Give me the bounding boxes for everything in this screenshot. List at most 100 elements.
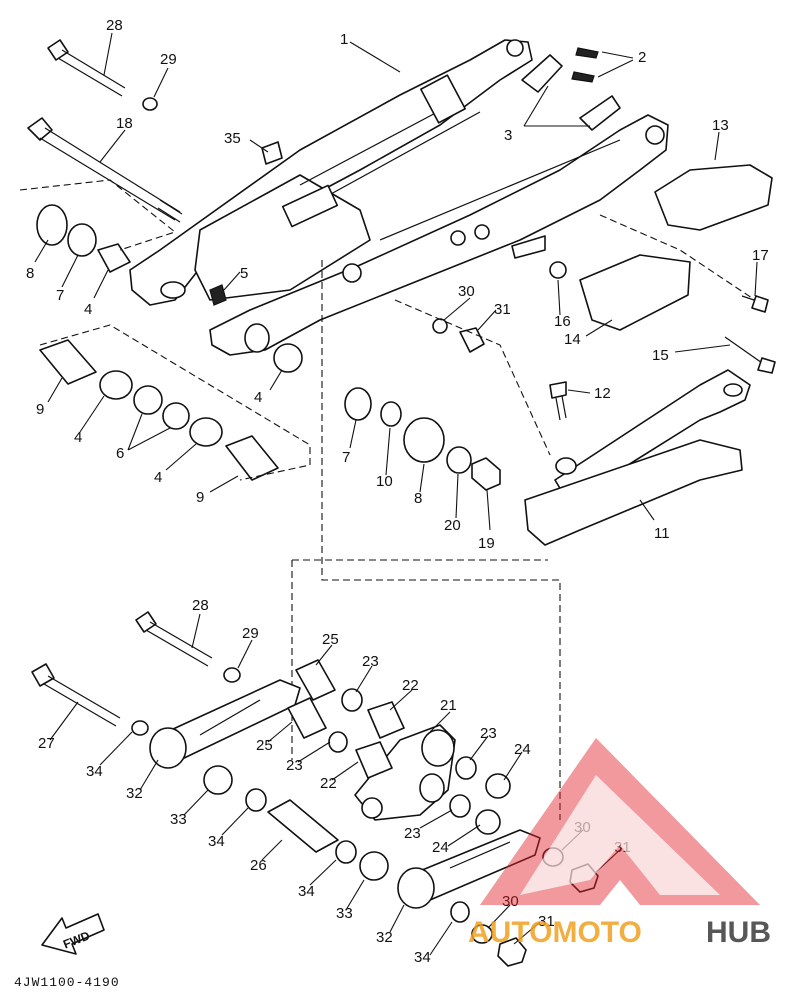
- callout-16: 16: [554, 313, 571, 330]
- callout-30: 30: [458, 283, 475, 300]
- callout-22: 22: [320, 775, 337, 792]
- callout-14: 14: [564, 331, 581, 348]
- callout-numbers: 28 29 18 1 2 3 35 13 8 7 4 5 30 31 16 17…: [26, 17, 769, 966]
- bolt-27: [31, 663, 121, 727]
- pivot-shaft-18: [27, 117, 183, 223]
- callout-23: 23: [286, 757, 303, 774]
- guide-line: [19, 179, 177, 251]
- washer-29-lower: [223, 667, 241, 683]
- bolt-28-upper: [47, 39, 126, 97]
- callout-33: 33: [170, 811, 187, 828]
- callout-35: 35: [224, 130, 241, 147]
- callout-33: 33: [336, 905, 353, 922]
- washer-34: [131, 720, 149, 736]
- washer-30: [471, 924, 493, 944]
- callout-34: 34: [298, 883, 315, 900]
- collar-33: [203, 765, 233, 795]
- callout-6: 6: [116, 445, 124, 462]
- callout-28: 28: [192, 597, 209, 614]
- relay-arm-21: [354, 724, 456, 821]
- washer-34: [245, 788, 267, 812]
- nut-31: [497, 937, 527, 967]
- callout-21: 21: [440, 697, 457, 714]
- callout-32: 32: [126, 785, 143, 802]
- nut-16: [549, 261, 567, 279]
- callout-34: 34: [208, 833, 225, 850]
- callout-13: 13: [712, 117, 729, 134]
- callout-31: 31: [494, 301, 511, 318]
- chain-guide: [654, 164, 773, 231]
- bolt-5: [209, 284, 227, 306]
- arm-11: [524, 369, 751, 546]
- callout-4: 4: [74, 429, 82, 446]
- callout-20: 20: [444, 517, 461, 534]
- callout-4: 4: [254, 389, 262, 406]
- bolt-15: [724, 336, 766, 366]
- callout-15: 15: [652, 347, 669, 364]
- callout-28: 28: [106, 17, 123, 34]
- callout-29: 29: [242, 625, 259, 642]
- callout-8: 8: [26, 265, 34, 282]
- callout-10: 10: [376, 473, 393, 490]
- callout-24: 24: [514, 741, 531, 758]
- callout-9: 9: [196, 489, 204, 506]
- callout-24: 24: [432, 839, 449, 856]
- bolt-12: [549, 381, 567, 399]
- callout-5: 5: [240, 265, 248, 282]
- callout-8: 8: [414, 490, 422, 507]
- callout-34: 34: [414, 949, 431, 966]
- washer-29-upper: [142, 97, 158, 111]
- connecting-rod-32-upper: [149, 679, 301, 769]
- callout-31: 31: [538, 913, 555, 930]
- callout-32: 32: [376, 929, 393, 946]
- left-pivot-parts: [36, 204, 279, 481]
- guide-line: [39, 324, 311, 481]
- washer-34: [335, 840, 357, 864]
- callout-9: 9: [36, 401, 44, 418]
- bracket-35: [261, 141, 283, 165]
- callout-4: 4: [84, 301, 92, 318]
- callout-23: 23: [362, 653, 379, 670]
- callout-23: 23: [404, 825, 421, 842]
- logo-text-automoto: AUTOMOTO: [468, 916, 642, 949]
- callout-26: 26: [250, 857, 267, 874]
- relay-collars: [287, 659, 511, 835]
- callout-3: 3: [504, 127, 512, 144]
- collar-33: [359, 851, 389, 881]
- connecting-rod-32-lower: [397, 829, 541, 909]
- callout-23: 23: [480, 725, 497, 742]
- bolt-28-lower: [135, 611, 213, 667]
- callout-29: 29: [160, 51, 177, 68]
- callout-12: 12: [594, 385, 611, 402]
- watermark-logo: AUTOMOTO HUB: [468, 738, 771, 949]
- callout-7: 7: [342, 449, 350, 466]
- callout-2: 2: [638, 49, 646, 66]
- swingarm: [129, 39, 669, 356]
- leader-lines: [34, 32, 758, 956]
- screws: [571, 47, 599, 83]
- guide-line: [394, 299, 551, 456]
- callout-17: 17: [752, 247, 769, 264]
- callout-30: 30: [502, 893, 519, 910]
- logo-text-hub: HUB: [706, 916, 771, 949]
- guide-line: [321, 260, 561, 820]
- callout-22: 22: [402, 677, 419, 694]
- guide-line: [599, 214, 756, 301]
- collar-26: [267, 799, 339, 853]
- chain-support: [579, 254, 691, 331]
- callout-18: 18: [116, 115, 133, 132]
- washer-34: [450, 901, 470, 923]
- callout-4: 4: [154, 469, 162, 486]
- callout-34: 34: [86, 763, 103, 780]
- callout-25: 25: [256, 737, 273, 754]
- callout-7: 7: [56, 287, 64, 304]
- callout-11: 11: [654, 525, 670, 542]
- slider-pads: [521, 54, 621, 131]
- callout-19: 19: [478, 535, 495, 552]
- drawing-code: 4JW1100-4190: [14, 975, 120, 990]
- forward-arrow: FWD: [41, 913, 105, 955]
- callout-25: 25: [322, 631, 339, 648]
- callout-1: 1: [340, 31, 348, 48]
